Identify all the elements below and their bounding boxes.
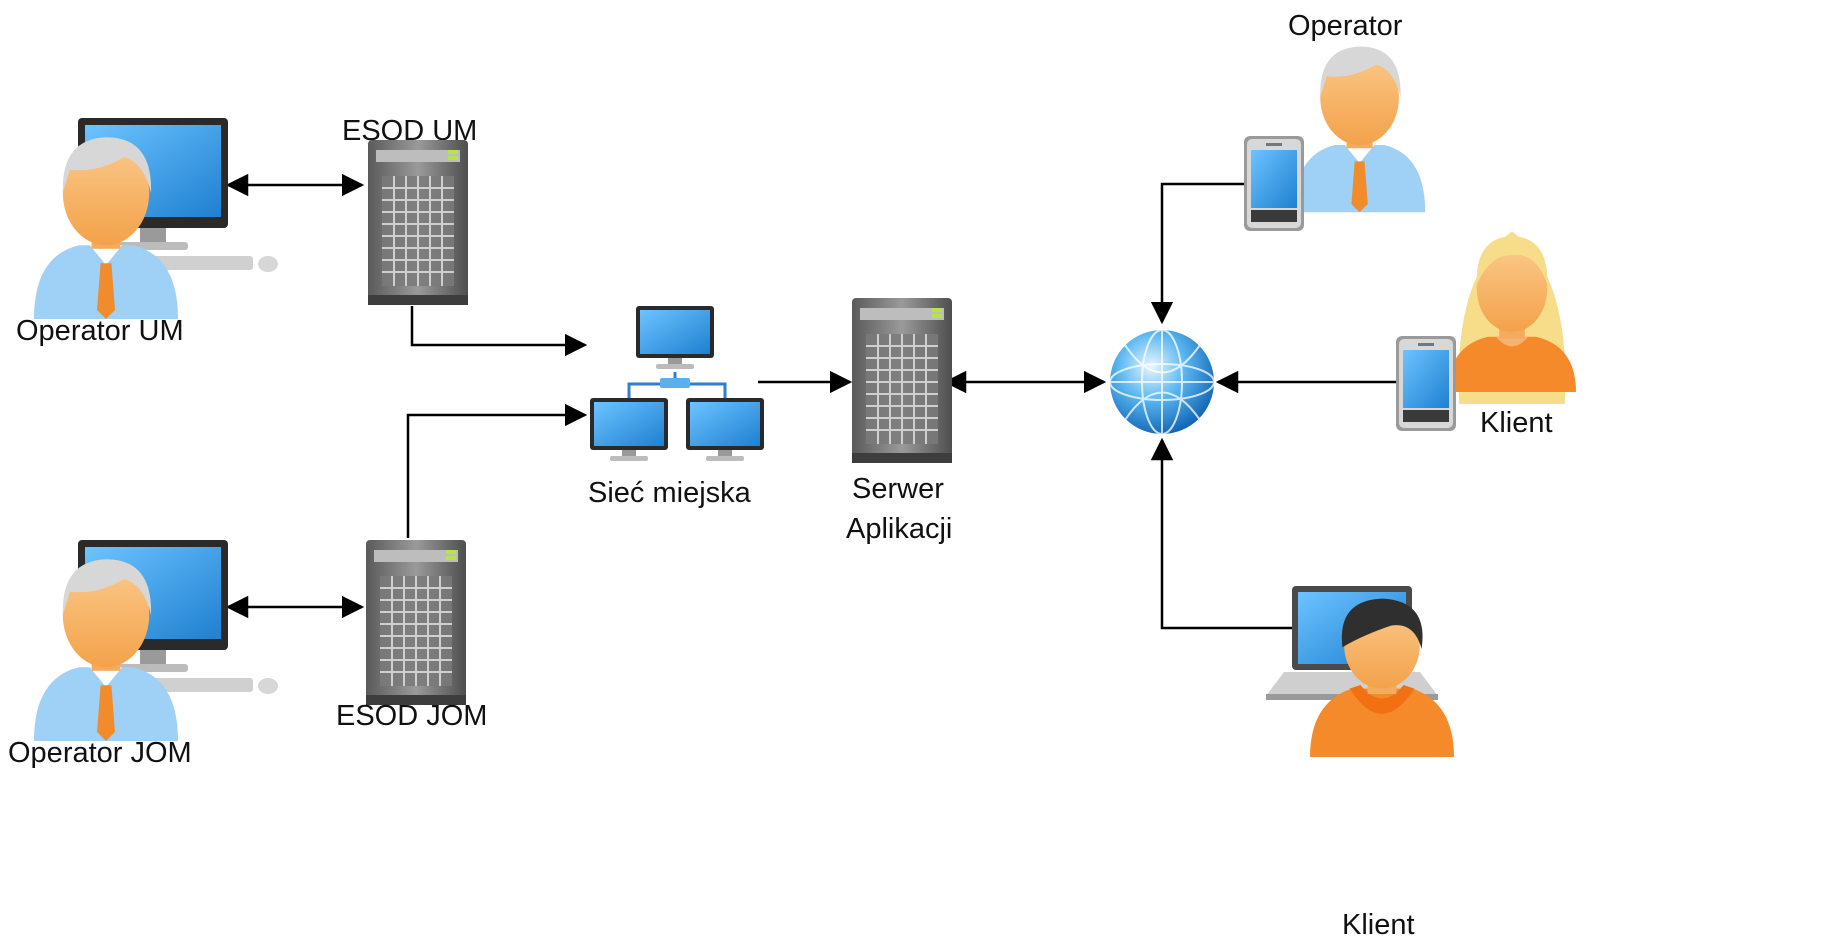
operator-um-node[interactable]: Operator UM [16,118,278,347]
link-operator-mobile-internet [1150,182,1244,325]
person-icon [34,137,178,319]
woman-icon [1448,231,1576,404]
operator-jom-label: Operator JOM [8,737,192,769]
klient-mobile-label: Klient [1480,407,1553,439]
klient-laptop-label: Klient [1342,909,1415,941]
siec-miejska-label: Sieć miejska [588,477,752,509]
server-icon [851,297,953,464]
link-esod-jom-siec [406,403,588,538]
link-klient-laptop-internet [1150,437,1292,630]
phone-icon [1396,336,1456,431]
operator-mobile-label: Operator [1288,10,1403,42]
serwer-label-line1: Serwer [852,473,944,505]
network-icon [590,306,764,461]
person-icon [1294,46,1426,213]
operator-mobile-node[interactable]: Operator [1244,10,1426,231]
klient-laptop-node[interactable]: Klient [1266,586,1454,941]
connectors [225,173,1396,630]
internet-node[interactable] [1109,329,1215,435]
person-icon [1310,598,1454,757]
serwer-aplikacji-node[interactable]: Serwer Aplikacji [846,297,953,545]
esod-jom-node[interactable]: ESOD JOM [336,539,487,732]
operator-um-label: Operator UM [16,315,184,347]
klient-mobile-node[interactable]: Klient [1396,231,1576,439]
esod-jom-label: ESOD JOM [336,700,487,732]
esod-um-node[interactable]: ESOD UM [342,115,477,306]
globe-icon [1109,329,1215,435]
person-icon [34,559,178,741]
phone-icon [1244,136,1304,231]
operator-jom-node[interactable]: Operator JOM [8,540,278,769]
link-esod-um-siec [410,306,588,357]
server-icon [365,539,467,706]
serwer-label-line2: Aplikacji [846,513,952,545]
server-icon [367,139,469,306]
siec-miejska-node[interactable]: Sieć miejska [588,306,764,509]
